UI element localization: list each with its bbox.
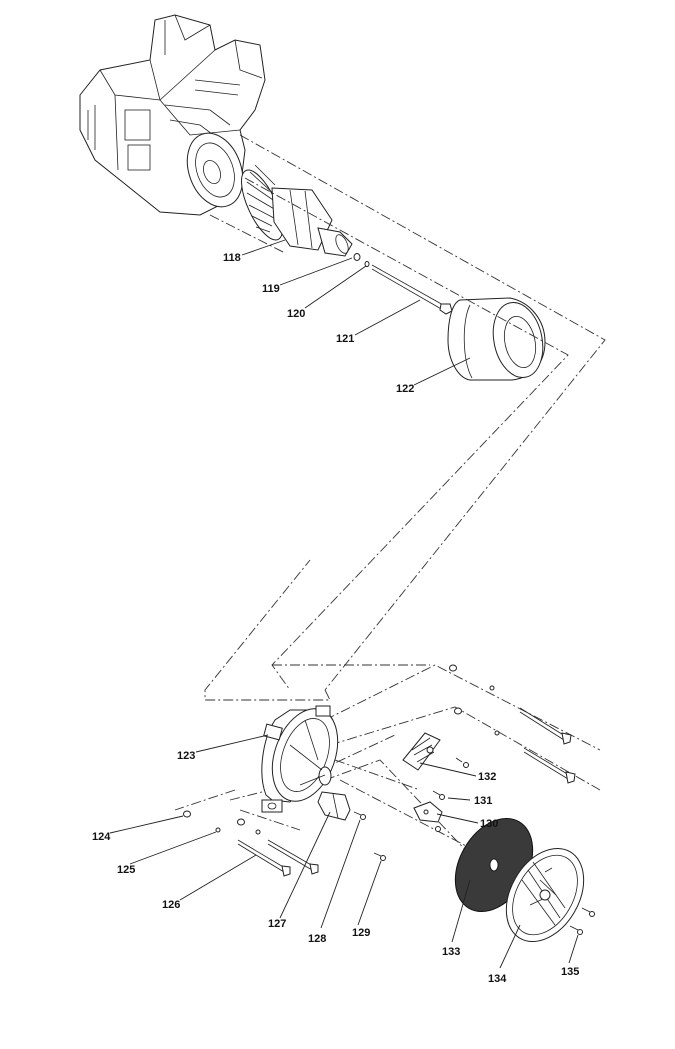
- stator-housing-122: [447, 297, 546, 381]
- label-135: 135: [561, 966, 579, 978]
- capacitor-127: [317, 791, 351, 821]
- label-133: 133: [442, 946, 460, 958]
- label-123: 123: [177, 750, 195, 762]
- screw-135: [569, 907, 595, 935]
- label-130: 130: [480, 818, 498, 830]
- label-121: 121: [336, 333, 354, 345]
- label-122: 122: [396, 383, 414, 395]
- alignment-lines: [174, 134, 606, 861]
- label-128: 128: [308, 933, 326, 945]
- part-labels: 118 119 120 121 122 123 124 125 126 127 …: [92, 252, 579, 985]
- screw-131: [432, 790, 445, 800]
- label-125: 125: [117, 864, 135, 876]
- washer-lower-a: [237, 818, 245, 826]
- label-126: 126: [162, 899, 180, 911]
- rotor-assembly: [241, 164, 353, 257]
- label-119: 119: [262, 283, 280, 295]
- rectifier-130: [413, 801, 443, 832]
- label-124: 124: [92, 831, 111, 843]
- label-120: 120: [287, 308, 305, 320]
- brush-holder-132: [402, 732, 469, 771]
- washer-124: [183, 810, 191, 818]
- end-cover-134: [505, 847, 585, 943]
- label-131: 131: [474, 795, 492, 807]
- washer-125: [215, 827, 221, 833]
- upper-bolts: [449, 664, 576, 784]
- end-bell-123: [261, 705, 339, 813]
- label-127: 127: [268, 918, 286, 930]
- label-134: 134: [488, 973, 507, 985]
- washer-lower-b: [255, 829, 261, 835]
- label-129: 129: [352, 927, 370, 939]
- washer-120: [364, 261, 370, 267]
- screw-129: [373, 852, 386, 861]
- label-132: 132: [478, 771, 496, 783]
- washer-119: [353, 253, 361, 261]
- label-118: 118: [223, 252, 241, 264]
- engine-assembly: [79, 14, 266, 216]
- bolt-126: [237, 839, 319, 877]
- through-bolt-121: [371, 264, 453, 315]
- screw-128: [353, 811, 366, 820]
- leader-lines: [109, 239, 579, 969]
